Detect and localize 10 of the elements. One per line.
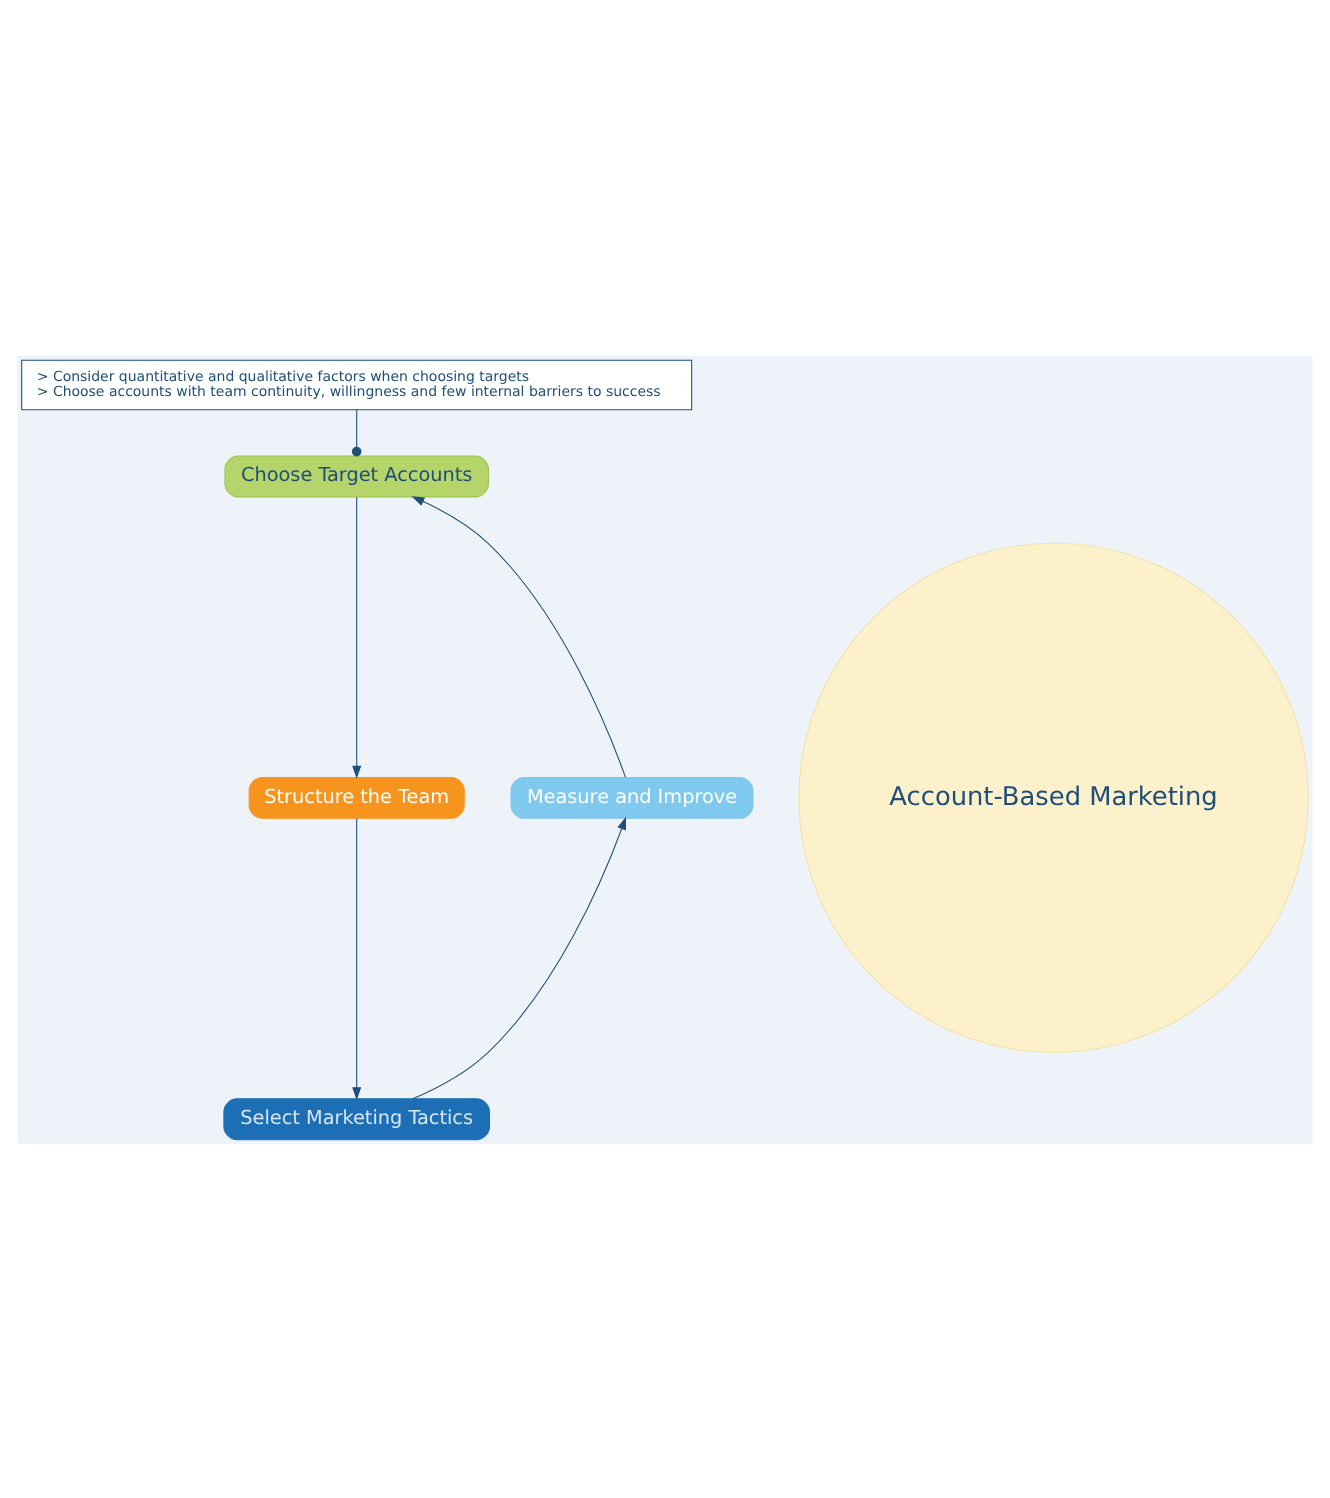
arrow xyxy=(352,495,362,778)
arrow xyxy=(411,495,627,777)
node-box: Measure and Improve xyxy=(510,775,754,818)
node-box: Select Marketing Tactics xyxy=(223,1097,491,1140)
node-circle: Account-Based Marketing xyxy=(798,541,1309,1052)
connector xyxy=(351,408,362,456)
arrow xyxy=(412,815,627,1099)
node-box: Structure the Team xyxy=(248,775,465,818)
arrow xyxy=(352,816,362,1100)
node-box: Choose Target Accounts xyxy=(224,454,489,497)
